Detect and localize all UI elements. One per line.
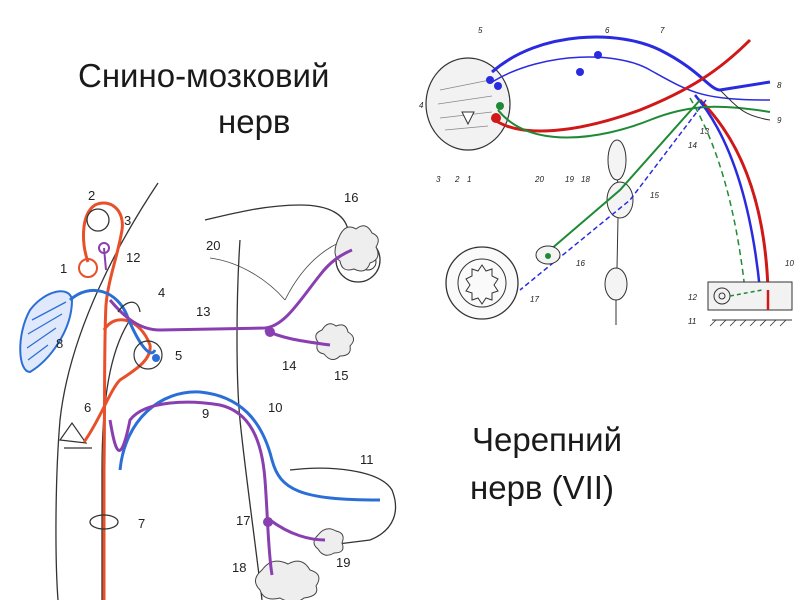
right-label-9: 9 (777, 116, 782, 125)
green-pathway-top (497, 105, 771, 139)
red-neuron (491, 113, 501, 123)
left-label-4: 4 (158, 285, 165, 300)
left-label-16: 16 (344, 190, 358, 205)
sympathetic-ganglion-shape (133, 340, 163, 370)
right-label-8: 8 (777, 81, 782, 90)
left-label-10: 10 (268, 400, 282, 415)
skin-block (707, 281, 793, 327)
blue-neuron-1 (486, 76, 494, 84)
right-label-3: 3 (436, 175, 441, 184)
autonomic-pathway-4 (269, 518, 326, 542)
blue-neuron-2 (494, 82, 502, 90)
nerve-ring-upper (117, 301, 141, 313)
left-label-6: 6 (84, 400, 91, 415)
right-label-12: 12 (688, 293, 697, 302)
right-label-15: 15 (650, 191, 659, 200)
left-label-9: 9 (202, 406, 209, 421)
right-label-11: 11 (688, 317, 696, 326)
motor-branch (82, 318, 152, 443)
trunk-outline (101, 319, 131, 600)
left-label-14: 14 (282, 358, 296, 373)
left-label-18: 18 (232, 560, 246, 575)
left-label-3: 3 (124, 213, 131, 228)
right-label-18: 18 (581, 175, 590, 184)
left-label-1: 1 (60, 261, 67, 276)
green-pathway-down (689, 97, 746, 291)
head-outline (204, 204, 349, 231)
body-outline-left (55, 182, 159, 600)
green-pathway-diagonal (549, 99, 701, 251)
autonomic-link (103, 247, 107, 271)
left-label-11: 11 (360, 452, 374, 467)
motor-pathway (82, 201, 124, 600)
right-label-20: 20 (534, 175, 544, 184)
ganglion-outline-2 (209, 257, 286, 301)
left-label-15: 15 (334, 368, 348, 383)
spinal-nerve-title-line2: нерв (218, 103, 291, 140)
nerve-ring-lower (89, 514, 119, 530)
right-label-13: 13 (700, 127, 709, 136)
blue-pathway-down (694, 94, 762, 291)
left-label-19: 19 (336, 555, 350, 570)
left-label-12: 12 (126, 250, 140, 265)
hand-outline (289, 467, 397, 546)
left-label-17: 17 (236, 513, 250, 528)
right-label-1: 1 (467, 175, 471, 184)
cranial-nerve-title-line1: Черепний (472, 421, 623, 458)
sensory-neuron-dot (152, 354, 160, 362)
right-label-10: 10 (785, 259, 794, 268)
red-pathway-down (698, 98, 770, 291)
blue-neuron-3 (576, 68, 584, 76)
ganglion-green-dot (545, 253, 551, 259)
outer-nerve-line (719, 89, 771, 121)
motor-neuron-body (78, 258, 98, 278)
right-label-14: 14 (688, 141, 697, 150)
muscle-shape (19, 290, 74, 374)
lacrimal-gland-shape (334, 225, 379, 272)
intestine-section (445, 246, 519, 320)
blue-neuron-4 (594, 51, 602, 59)
right-label-5: 5 (478, 26, 483, 35)
neck-outline (236, 239, 263, 600)
autonomic-neuron-body (98, 242, 110, 254)
right-label-7: 7 (660, 26, 665, 35)
left-label-13: 13 (196, 304, 210, 319)
right-label-17: 17 (530, 295, 539, 304)
green-neuron (496, 102, 504, 110)
right-label-2: 2 (454, 175, 460, 184)
ganglion-dot-2 (263, 517, 273, 527)
skin-receptor-shape (58, 421, 88, 444)
cranial-nerve-title-line2: нерв (VII) (470, 469, 614, 506)
left-label-2: 2 (88, 188, 95, 203)
left-label-8: 8 (56, 336, 63, 351)
spinal-ganglion-shape (86, 208, 110, 232)
right-label-19: 19 (565, 175, 574, 184)
right-label-16: 16 (576, 259, 585, 268)
sympathetic-chain (604, 139, 634, 325)
autonomic-pathway-3 (108, 400, 274, 576)
right-label-6: 6 (605, 26, 610, 35)
small-gland-shape (313, 528, 344, 556)
left-label-20: 20 (206, 238, 220, 253)
left-label-5: 5 (175, 348, 182, 363)
ganglion-dot-1 (265, 327, 275, 337)
right-label-4: 4 (419, 101, 424, 110)
sensory-pathway-2 (118, 390, 381, 502)
blue-pathway-inner (491, 56, 771, 101)
left-label-7: 7 (138, 516, 145, 531)
spinal-nerve-title-line1: Снино-мозковий (78, 57, 330, 94)
autonomic-pathway-1 (108, 248, 353, 332)
blue-pathway-top (491, 35, 771, 92)
